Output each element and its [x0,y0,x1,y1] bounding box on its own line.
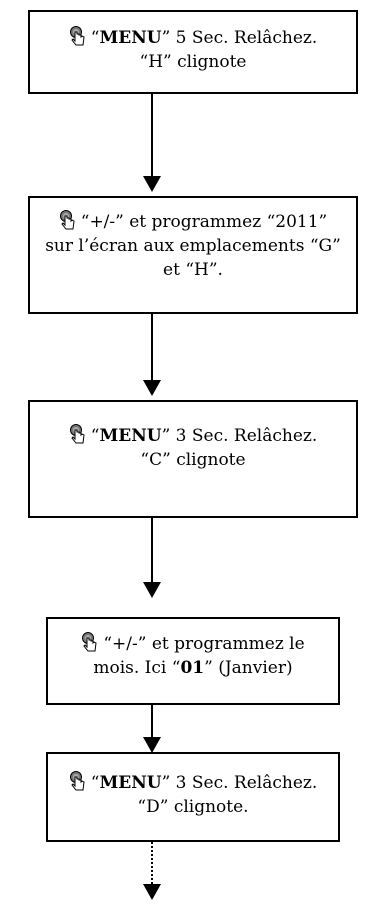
month-value: 01 [180,658,205,678]
connector-line-dotted [151,842,153,884]
step-text-line1: “+/-” et programmez “2011” [80,212,328,232]
step-text: ” 5 Sec. Relâchez. [161,28,318,48]
step-text-line2: “C” clignote [140,450,246,470]
step-text-line2: “D” clignote. [137,797,249,817]
arrow-head [143,737,161,753]
step-box-3: “MENU” 3 Sec. Relâchez. “C” clignote [28,400,358,518]
step-text: ” 3 Sec. Relâchez. [161,773,318,793]
hand-pointer-icon [69,424,87,444]
connector-line [151,314,153,380]
menu-key-label: MENU [99,426,162,446]
arrow-head [143,884,161,900]
quote-open: “ [90,773,100,793]
step-text: mois. Ici “ [93,658,181,678]
connector-line [151,94,153,176]
hand-pointer-icon [69,26,87,46]
connector-line [151,518,153,582]
step-box-4: “+/-” et programmez le mois. Ici “01” (J… [46,617,340,705]
step-text-line2: sur l’écran aux emplacements “G” [45,236,341,256]
hand-pointer-icon [69,771,87,791]
step-text-line1: “+/-” et programmez le [103,634,305,654]
quote-open: “ [90,28,100,48]
step-text-line2: “H” clignote [139,52,247,72]
arrow-head [143,582,161,598]
step-box-5: “MENU” 3 Sec. Relâchez. “D” clignote. [46,752,340,842]
menu-key-label: MENU [99,773,162,793]
hand-pointer-icon [59,210,77,230]
arrow-head [143,176,161,192]
hand-pointer-icon [81,632,99,652]
connector-line [151,705,153,737]
step-box-1: “MENU” 5 Sec. Relâchez. “H” clignote [28,10,358,94]
step-box-2: “+/-” et programmez “2011” sur l’écran a… [28,196,358,314]
arrow-head [143,380,161,396]
quote-open: “ [90,426,100,446]
step-text: ” (Janvier) [204,658,293,678]
step-text: ” 3 Sec. Relâchez. [161,426,318,446]
menu-key-label: MENU [99,28,162,48]
step-text-line3: et “H”. [163,260,223,280]
